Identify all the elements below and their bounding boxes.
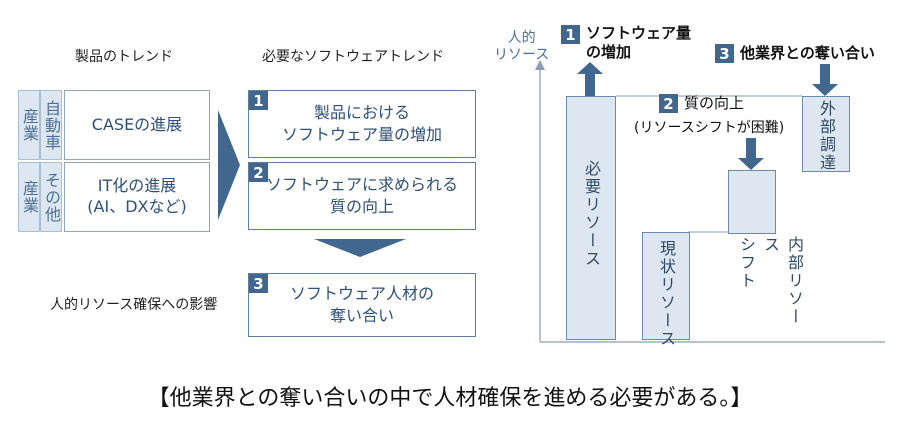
y-axis-label: 人的 リソース <box>494 30 550 63</box>
label3-number: 3 <box>715 44 734 63</box>
bar-current-label: 現状リソース <box>657 240 676 348</box>
software-trend-1: 製品における ソフトウェア量の増加 <box>248 90 476 158</box>
bar-internal-shift <box>728 170 776 234</box>
software-trend-2-text: ソフトウェアに求められる 質の向上 <box>265 175 458 216</box>
label2-subtext: (リソースシフトが困難) <box>634 120 785 136</box>
product-trend-header: 製品のトレンド <box>75 49 173 65</box>
industry-label-other: 産業 <box>18 162 40 232</box>
up-arrow-icon <box>577 62 603 96</box>
industry-label-auto: 産業 <box>18 90 40 160</box>
down-arrow-icon <box>314 239 406 257</box>
software-trend-1-number: 1 <box>249 91 268 110</box>
software-trend-2-number: 2 <box>249 163 268 182</box>
bar-current-resource <box>642 232 690 340</box>
down-arrow-external-icon <box>812 64 838 96</box>
label2-text: 質の向上 <box>684 94 745 112</box>
talent-number: 3 <box>249 274 268 293</box>
talent-competition: ソフトウェア人材の 奪い合い <box>248 273 476 337</box>
industry-sublabel-auto: 自動車 <box>40 90 62 160</box>
label2-number: 2 <box>659 94 678 113</box>
right-arrow-icon <box>218 110 240 220</box>
bar-external-label: 外部調達 <box>817 100 836 172</box>
industry-sublabel-other: その他 <box>40 162 62 232</box>
software-trend-2: ソフトウェアに求められる 質の向上 <box>248 162 476 230</box>
software-trend-1-text: 製品における ソフトウェア量の増加 <box>281 103 442 144</box>
label1-text: ソフトウェア量 の増加 <box>586 24 692 61</box>
bar-internal-label: 内部リソース シフト <box>737 236 804 326</box>
bar-required-label: 必要リソース <box>582 160 601 268</box>
product-trend-it: IT化の進展 (AI、DXなど) <box>64 162 210 232</box>
software-trend-header: 必要なソフトウェアトレンド <box>262 49 444 65</box>
talent-competition-text: ソフトウェア人材の 奪い合い <box>289 284 434 325</box>
product-trend-case: CASEの進展 <box>64 90 210 160</box>
impact-label: 人的リソース確保への影響 <box>50 297 218 313</box>
bar-external-procurement <box>802 96 850 172</box>
down-arrow-internal-icon <box>738 138 764 170</box>
label1-number: 1 <box>561 25 580 44</box>
conclusion: 【他業界との奪い合いの中で人材確保を進める必要がある。】 <box>147 386 753 411</box>
bar-required-resource <box>566 96 616 340</box>
label3-text: 他業界との奪い合い <box>740 44 875 62</box>
